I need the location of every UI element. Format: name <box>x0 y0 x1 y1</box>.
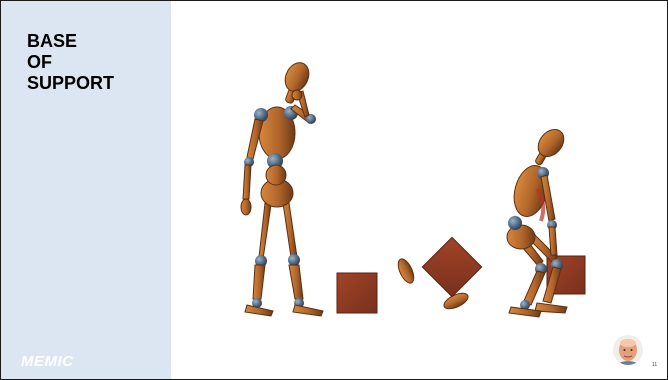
presenter-avatar-icon <box>613 335 643 365</box>
memic-logo: MEMIC <box>21 353 74 370</box>
sidebar-panel: BASE OF SUPPORT MEMIC <box>1 1 171 379</box>
title-line-2: OF <box>27 52 114 73</box>
title-line-3: SUPPORT <box>27 73 114 94</box>
tilted-box <box>422 237 481 296</box>
box-on-floor <box>337 273 377 313</box>
title-line-1: BASE <box>27 31 114 52</box>
squatting-mannequin <box>507 124 585 317</box>
slide-title: BASE OF SUPPORT <box>27 31 114 94</box>
slide-number: 11 <box>652 362 657 368</box>
mannequin-illustration <box>191 61 631 331</box>
standing-mannequin <box>241 61 323 316</box>
